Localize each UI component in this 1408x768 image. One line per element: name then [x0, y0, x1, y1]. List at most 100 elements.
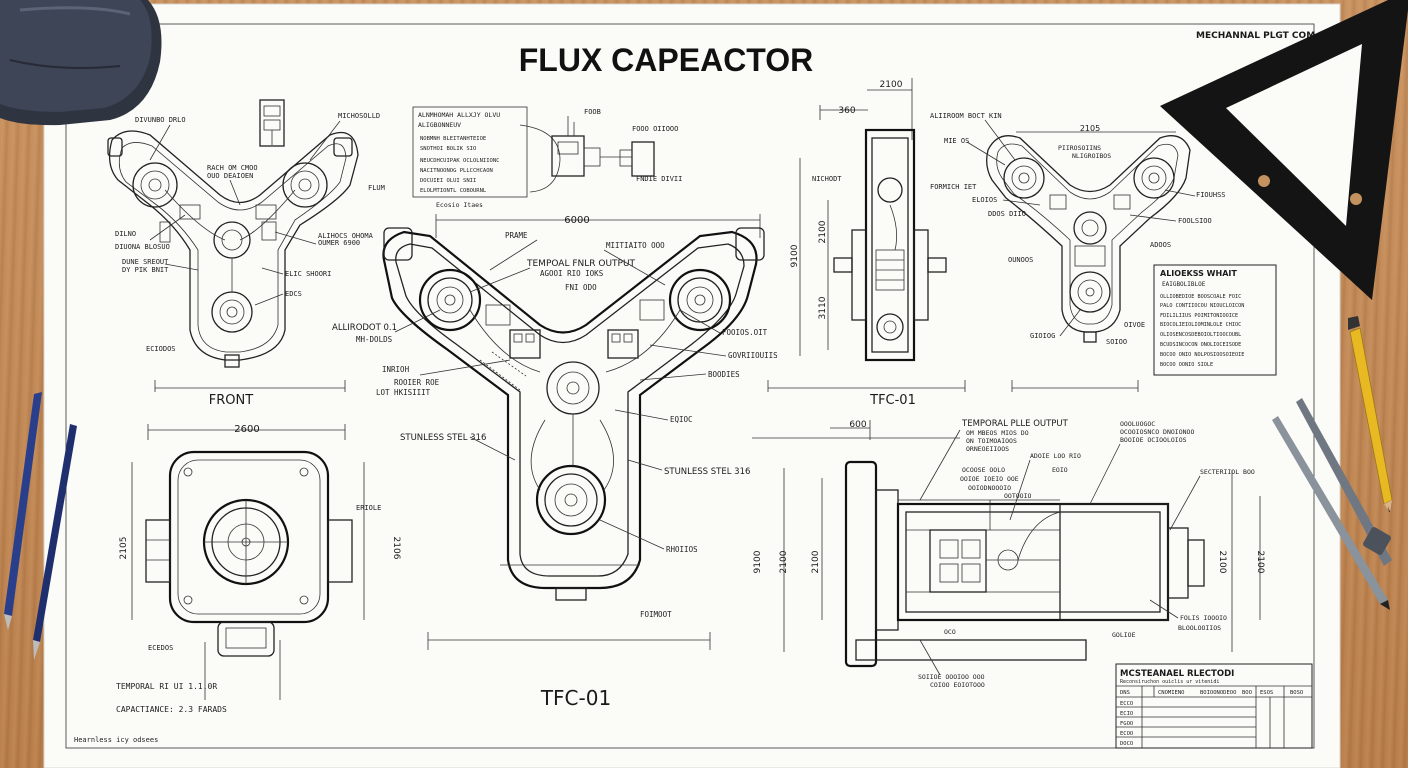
front-bottom-callout-1: ERIOLE [356, 504, 381, 512]
right-top-view-drawing [986, 131, 1191, 392]
title-block-header-5: ESOS [1260, 690, 1273, 696]
bottom-right-callout-7: OCOOSE OOLO [962, 466, 1005, 474]
main-callout-mii: MIITIAITO OOO [606, 241, 665, 250]
blue-pen-left-2 [33, 424, 77, 660]
main-notes-foot: Ecosio Itaes [436, 201, 483, 209]
main-dim-width: 6000 [564, 215, 589, 226]
main-stainless-right: STUNLESS STEL 316 [664, 467, 750, 477]
side-top-view-label: TFC-01 [869, 393, 916, 408]
main-top-parts [551, 116, 655, 177]
capacitance-note: CAPACTIANCE: 2.3 FARADS [116, 705, 227, 714]
drafting-compass [1272, 398, 1392, 610]
right-top-callout-13: SOIOO [1106, 338, 1127, 346]
main-notes-sub: ALIGBONNEUV [418, 121, 461, 129]
blue-pen-left [4, 392, 42, 630]
right-top-callout-2: PIIROSOIINS [1058, 144, 1101, 152]
right-top-callout-11: GIOIOG [1030, 332, 1055, 340]
bottom-right-side-7: COIOO EOIOTOOO [930, 681, 985, 689]
blueprint-sheet [43, 3, 1341, 768]
bottom-right-callout-8: OOIOE IOEIO OOE [960, 475, 1019, 483]
bottom-right-side-3: BLOOLOOIIOS [1178, 624, 1221, 632]
right-top-callout-7: OUNOOS [1008, 256, 1033, 264]
bottom-right-callout-13: BOOIOE OCIOOLOIOS [1120, 436, 1187, 444]
main-stainless-left: STUNLESS STEL 316 [400, 433, 486, 443]
main-notes-line-2: SNOTHOI BOLIK SIO [420, 146, 476, 152]
main-notes-line-4: NACITNOONOG PLLCCHCAON [420, 168, 493, 174]
main-view-drawing [382, 227, 765, 601]
bottom-right-dim-1: 9100 [753, 550, 763, 573]
spec-box-line-1: OLLIOBEDIOE BOOSCOALE FOIC [1160, 294, 1241, 300]
right-top-callout-6: DDOS DIIO [988, 210, 1026, 218]
front-callout-1: DIVUNBO DRLO [135, 116, 186, 124]
bottom-right-side-2: FOLIS IOOOIO [1180, 614, 1227, 622]
right-top-callout-9: FOOLSIOO [1178, 217, 1212, 225]
spec-box-line-6: BCUDSINCOCON ONOLIOCEISODE [1160, 342, 1241, 348]
corner-label: MECHANNAL PLGT COM [1196, 31, 1315, 41]
front-callout-3: RACH OM CMOO [207, 164, 258, 172]
main-top-callout-1: FOOB [584, 108, 601, 116]
bottom-right-callout-6: EOIO [1052, 466, 1068, 474]
main-callout-prame: PRAME [505, 231, 528, 240]
title-block: MCSTEANAEL RLECTODI Reconsiruchon ouicli… [1115, 663, 1313, 749]
bottom-right-callout-3: ON TOIMOAIOOS [966, 437, 1017, 445]
side-dim-1: 9100 [790, 244, 800, 267]
main-callout-fni: FNI ODO [565, 283, 597, 292]
right-top-callout-5: ELOIOS [972, 196, 997, 204]
spec-box-sub: EAIGBOLIBLOE [1162, 281, 1206, 288]
front-small-part [259, 99, 285, 147]
main-callout-bottom-2: FOIMOOT [640, 610, 672, 619]
main-top-callout-3: FNDIE DIVII [636, 175, 682, 183]
bottom-right-callout-9: OOIODNOOOIO [968, 484, 1011, 492]
side-callout-1: NICHODT [812, 175, 842, 183]
front-callout-4: OUO DEAIOEN [207, 172, 253, 180]
main-callout-agooi: AGOOI RIO IOKS [540, 269, 604, 278]
main-notes-line-5: DOCUIEI OLUI SNII [420, 178, 476, 184]
front-view-label: FRONT [209, 393, 253, 408]
tape-dispenser [0, 0, 162, 126]
front-bottom-view-drawing: 2600 [131, 424, 365, 700]
front-bottom-callout-3: TEMPORAL RI UI 1.1.0R [116, 682, 217, 691]
front-callout-6: DILNO [115, 230, 136, 238]
title-block-header-6: BOSO [1290, 690, 1303, 696]
title-block-row-1: ECCO [1120, 701, 1133, 707]
main-callout-bottom-1: RHOIIOS [666, 545, 698, 554]
side-callout-2: FORMICH IET [930, 183, 977, 191]
bottom-right-dim-3: 2100 [811, 550, 821, 573]
spec-box-line-5: OLIOSENCOSDEBOIOLTIOOCOUBL [1160, 332, 1241, 338]
front-bottom-dim-width: 2600 [234, 424, 259, 435]
title-block-header-3: BOIOONODEOO [1200, 690, 1236, 696]
bottom-right-dim-top: 600 [849, 420, 866, 430]
main-top-callout-2: FOOO OIIOOO [632, 125, 678, 133]
bottom-right-side-4: GOLIOE [1112, 631, 1136, 639]
spec-box: ALIOEKSS WHAIT EAIGBOLIBLOE OLLIOBEDIOE … [1153, 264, 1277, 376]
spec-box-line-8: BOCOO OONIO SIOLE [1160, 362, 1213, 368]
bottom-right-side-1: SECTERIIOL BOO [1200, 468, 1255, 476]
main-notes-line-6: ELOLMTIONTL COBOURNL [420, 188, 487, 194]
front-callout-14: ECIODOS [146, 345, 176, 353]
title-block-row-3: FGOO [1120, 721, 1133, 727]
yellow-pencil [1348, 316, 1393, 512]
spec-box-line-7: BOCOO ONIO NOLPOSIOOSOIEOIE [1160, 352, 1244, 358]
bottom-right-callout-2: OM MBEOS MIOS DO [966, 429, 1029, 437]
bottom-right-side-5: OCO [944, 628, 956, 636]
main-callout-left-5: LOT HKISIIIT [376, 388, 431, 397]
main-notes-line-3: NEUCDHCUIPAK OCLOLNIIONC [420, 158, 499, 164]
right-top-callout-10: ADOOS [1150, 241, 1171, 249]
right-top-callout-4: MIE OS [944, 137, 969, 145]
title-block-row-5: DOCO [1120, 741, 1133, 747]
title-block-row-2: ECIO [1120, 711, 1133, 717]
side-top-dim-offset: 360 [838, 106, 855, 116]
front-callout-11: OUMER 6900 [318, 239, 360, 247]
main-notes-title: ALNMHOMAH ALLXJY OLVU [418, 111, 500, 119]
spec-box-line-4: BIOCOLIEIOLIOMINLOLE CHIOC [1160, 322, 1241, 328]
front-bottom-dim-left: 2105 [119, 537, 129, 560]
main-callout-temporal: TEMPOAL FNLR OUTPUT [526, 259, 636, 269]
title-block-subheading: Reconsiruchon ouiclis ur vitenidi [1120, 679, 1219, 685]
spec-box-line-3: FDILILIIUS POIMITONIOOICE [1160, 313, 1238, 319]
title-block-heading: MCSTEANAEL RLECTODI [1120, 669, 1234, 679]
front-callout-10: ALIHOCS OHOMA [318, 232, 374, 240]
sheet-title: FLUX CAPEACTOR [519, 42, 814, 78]
bottom-right-dim-5: 2100 [1255, 551, 1265, 574]
front-callout-9: DY PIK BNIT [122, 266, 169, 274]
